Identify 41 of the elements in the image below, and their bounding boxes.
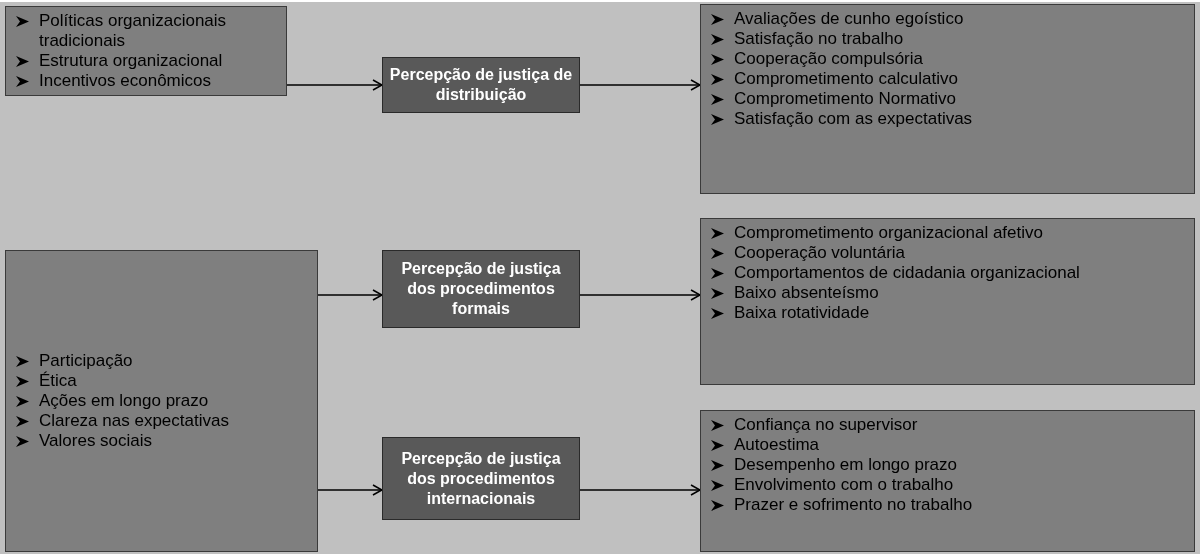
bullet-item: Avaliações de cunho egoístico (734, 9, 964, 29)
bullet-item: Comportamentos de cidadania organizacional (734, 263, 1080, 283)
bullet-item: Satisfação com as expectativas (734, 109, 973, 129)
arrow (286, 79, 383, 91)
process-box (382, 250, 580, 328)
bullet-item: Clareza nas expectativas (39, 411, 229, 431)
bullet-item: Prazer e sofrimento no trabalho (734, 495, 973, 515)
bullet-item: Satisfação no trabalho (734, 29, 904, 49)
bullet-item: Políticas organizacionais tradicionais (39, 11, 228, 51)
bullet-item: Comprometimento Normativo (734, 89, 956, 109)
list-box (700, 4, 1195, 194)
bullet-item: Participação (39, 351, 133, 371)
process-label: Percepção de justiça de distribuição (388, 65, 574, 105)
bullet-item: Comprometimento organizacional afetivo (734, 223, 1043, 243)
bullet-item: Baixo absenteísmo (734, 283, 879, 303)
bullet-item: Ações em longo prazo (39, 391, 209, 411)
list-box (5, 6, 287, 96)
bullet-item: Autoestima (734, 435, 820, 455)
bullet-item: Desempenho em longo prazo (734, 455, 958, 475)
bullet-item: Baixa rotatividade (734, 303, 870, 323)
arrow (579, 484, 701, 496)
bullet-item: Confiança no supervisor (734, 415, 918, 435)
bullet-item: Estrutura organizacional (39, 51, 223, 71)
arrow (317, 484, 383, 496)
bullet-item: Incentivos econômicos (39, 71, 211, 91)
list-box (700, 410, 1195, 552)
process-label: Percepção de justiça dos procedimentos formais (400, 259, 562, 319)
bullet-item: Cooperação voluntária (734, 243, 906, 263)
process-box (382, 57, 580, 113)
arrow (317, 289, 383, 301)
bullet-item: Valores sociais (39, 431, 153, 451)
list-box (5, 250, 318, 552)
list-box (700, 218, 1195, 385)
bullet-item: Cooperação compulsória (734, 49, 923, 69)
arrow (579, 79, 701, 91)
arrow (579, 289, 701, 301)
bullet-item: Envolvimento com o trabalho (734, 475, 954, 495)
process-box (382, 437, 580, 520)
bullet-item: Ética (39, 371, 77, 391)
process-label: Percepção de justiça dos procedimentos internacionais (400, 448, 562, 509)
bullet-item: Comprometimento calculativo (734, 69, 958, 89)
